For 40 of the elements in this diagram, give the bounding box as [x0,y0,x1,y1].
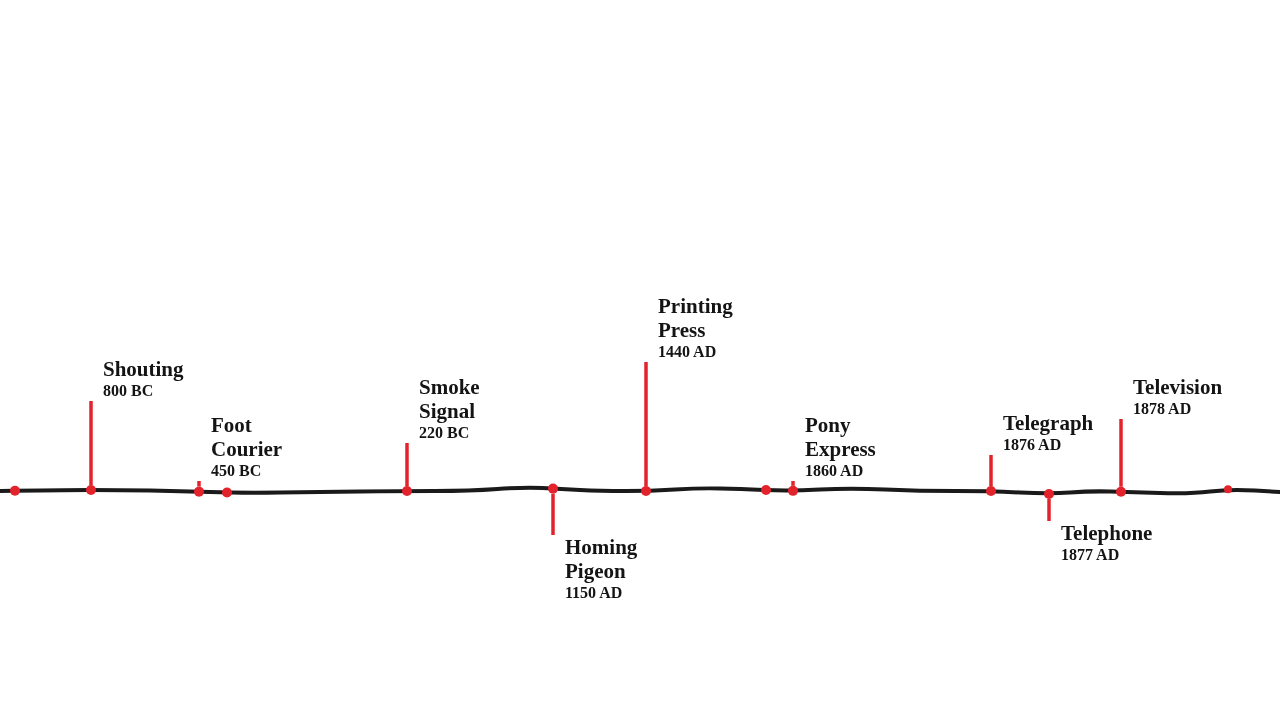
event-date: 220 BC [419,423,470,443]
leader-line [989,455,993,487]
dot-icon [548,483,558,494]
event-name: Homing Pigeon [565,535,639,583]
leader-line [405,443,409,486]
leader-line [551,493,555,535]
event-date: 450 BC [211,461,262,481]
leader-line [644,362,648,486]
event-name: Television [1133,375,1223,399]
event-date: 1860 AD [805,461,864,481]
event-name: Foot Courier [211,413,284,461]
dot-icon [986,486,996,497]
leader-line [89,401,93,485]
event-date: 1878 AD [1133,399,1192,419]
dot-icon [10,485,20,496]
event-name: Shouting [103,357,184,381]
dot-icon [86,485,96,495]
event-date: 1440 AD [658,342,717,362]
event-name: Telegraph [1003,411,1094,435]
dot-icon [402,486,412,496]
dot-icon [641,486,651,496]
event-name: Pony Express [805,413,877,461]
event-date: 1150 AD [565,583,623,603]
dot-icon [1044,488,1054,499]
leader-line [197,481,201,487]
event-name: Telephone [1061,521,1153,545]
event-date: 1876 AD [1003,435,1062,455]
dot-icon [1116,486,1126,497]
event-date: 800 BC [103,381,154,401]
event-date: 1877 AD [1061,545,1120,565]
dot-icon [194,486,204,497]
dot-icon [222,487,232,498]
event-name: Printing Press [658,294,734,342]
dot-icon [761,485,771,496]
event-name: Smoke Signal [419,375,481,423]
dot-icon [788,485,798,496]
leader-line [791,481,795,486]
leader-line [1119,419,1123,487]
leader-line [1047,498,1051,521]
dot-icon [1224,485,1232,494]
